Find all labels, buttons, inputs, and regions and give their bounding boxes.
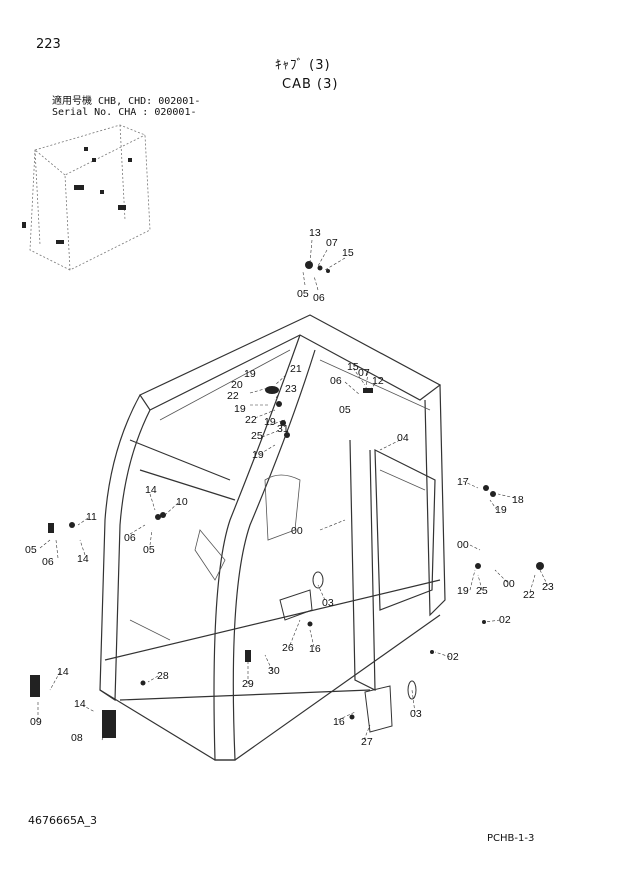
part-label: 19 <box>264 416 276 428</box>
part-label: 30 <box>268 665 280 677</box>
part-label: 14 <box>57 666 69 678</box>
part-label: 20 <box>231 379 243 391</box>
part-label: 07 <box>326 237 338 249</box>
part-label: 19 <box>457 585 469 597</box>
part-label: 14 <box>74 698 86 710</box>
part-label: 11 <box>86 511 97 523</box>
part-label: 17 <box>457 476 469 488</box>
part-label: 19 <box>252 449 264 461</box>
part-label: 14 <box>145 484 157 496</box>
part-label: 22 <box>523 589 535 601</box>
part-label: 22 <box>227 390 239 402</box>
part-label: 15 <box>342 247 354 259</box>
title-japanese: ｷｬﾌﾞ (3) <box>275 58 331 73</box>
part-label: 23 <box>542 581 554 593</box>
part-label: 06 <box>42 556 54 568</box>
part-label: 26 <box>282 642 294 654</box>
part-label: 22 <box>245 414 257 426</box>
document-code: 4676665A_3 <box>28 814 98 827</box>
part-label: 25 <box>476 585 488 597</box>
part-label: 29 <box>242 678 254 690</box>
serial-number-line: Serial No. CHA : 020001- <box>52 107 197 118</box>
part-label: 06 <box>330 375 342 387</box>
serial-applicability-line: 適用号機 CHB, CHD: 002001- <box>52 96 201 107</box>
reference-cab-thumbnail <box>29 124 151 271</box>
brackets <box>279 571 417 733</box>
part-label: 27 <box>361 736 373 748</box>
part-label: 28 <box>157 670 169 682</box>
cab-inner-lines <box>129 349 431 641</box>
sheet-code: PCHB-1-3 <box>487 833 535 844</box>
part-label: 15 <box>347 361 359 373</box>
part-label: 19 <box>495 504 507 516</box>
part-label: 09 <box>30 716 42 728</box>
part-label: 00 <box>291 525 303 537</box>
part-label: 03 <box>410 708 422 720</box>
part-label: 05 <box>25 544 37 556</box>
reference-cab-marks <box>22 147 132 244</box>
part-label: 02 <box>499 614 511 626</box>
part-label: 23 <box>285 383 297 395</box>
page-number: 223 <box>36 37 61 52</box>
part-label: 05 <box>143 544 155 556</box>
part-label: 04 <box>397 432 409 444</box>
part-label: 03 <box>322 597 334 609</box>
part-label: 07 <box>358 367 370 379</box>
part-label: 12 <box>372 375 384 387</box>
part-label: 25 <box>251 430 263 442</box>
cab-frame <box>99 314 446 761</box>
part-label: 19 <box>244 368 256 380</box>
part-label: 14 <box>77 553 89 565</box>
part-label: 06 <box>124 532 136 544</box>
leader-lines <box>37 239 549 741</box>
part-label: 31 <box>277 423 289 435</box>
part-label: 10 <box>176 496 188 508</box>
part-label: 21 <box>290 363 302 375</box>
part-label: 19 <box>234 403 246 415</box>
part-label: 18 <box>512 494 524 506</box>
part-label: 06 <box>313 292 325 304</box>
part-label: 05 <box>297 288 309 300</box>
part-label: 02 <box>447 651 459 663</box>
part-label: 13 <box>309 227 321 239</box>
part-label: 08 <box>71 732 83 744</box>
part-label: 00 <box>457 539 469 551</box>
part-label: 05 <box>339 404 351 416</box>
part-number-labels: 13 07 15 05 06 19 21 20 23 22 19 22 19 2… <box>25 227 554 748</box>
part-label: 16 <box>333 716 345 728</box>
part-label: 00 <box>503 578 515 590</box>
part-label: 16 <box>309 643 321 655</box>
title-english: CAB (3) <box>282 77 339 92</box>
hardware-parts <box>30 261 544 738</box>
